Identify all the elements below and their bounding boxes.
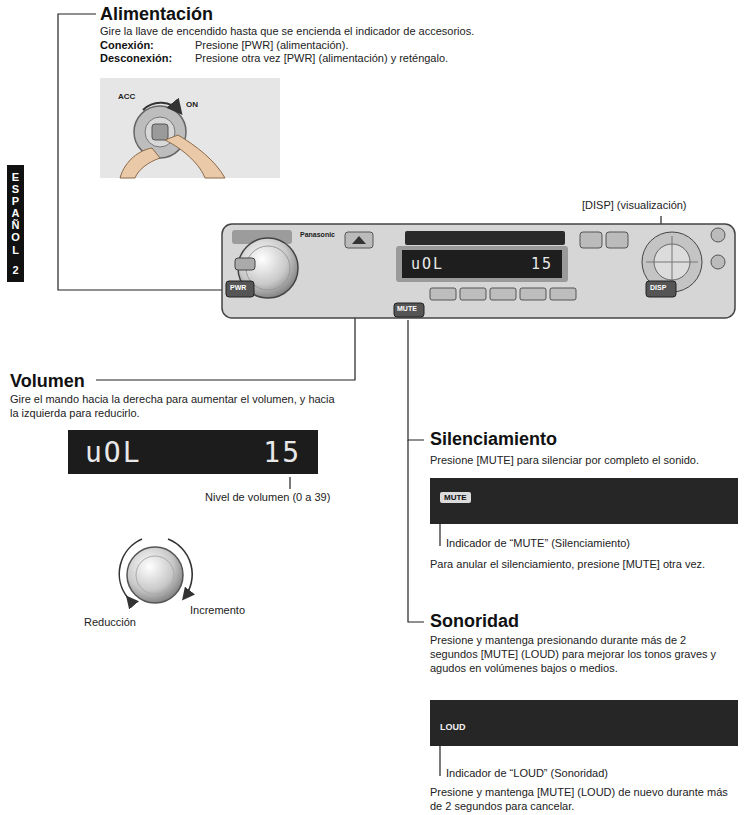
car-stereo xyxy=(222,224,735,318)
lcd-display: MUTE xyxy=(430,478,738,524)
illustration-stroke xyxy=(165,135,225,178)
language-tab: ESPAÑOL 2 xyxy=(7,165,24,282)
body-text: Presione [PWR] (alimentación). xyxy=(195,39,575,53)
body-text: Para anular el silenciamiento, presione … xyxy=(430,558,740,572)
illustration-stroke xyxy=(152,124,168,140)
section-heading: Silenciamiento xyxy=(430,428,557,451)
illustration-stroke xyxy=(394,303,424,317)
illustration-stroke xyxy=(711,228,725,242)
illustration-stroke xyxy=(646,281,676,297)
lcd-text: 15 xyxy=(531,255,553,273)
lcd-display: uOL 15 xyxy=(68,430,318,474)
lcd-text: 15 xyxy=(263,436,301,469)
illustration-stroke xyxy=(289,477,290,489)
illustration-stroke xyxy=(352,236,366,244)
body-text: Gire la llave de encendido hasta que se … xyxy=(100,25,580,39)
illustration-stroke xyxy=(711,255,725,269)
body-text: Presione [MUTE] para silenciar por compl… xyxy=(430,454,740,468)
illustration-stroke xyxy=(119,539,142,598)
tab-text: 2 xyxy=(10,264,21,276)
illustration-stroke xyxy=(222,224,735,318)
illustration-stroke xyxy=(120,148,160,178)
button-label: PWR xyxy=(230,284,246,293)
lcd-text: uOL xyxy=(85,436,142,469)
volume-knob xyxy=(119,539,192,603)
body-text: Presione y mantenga presionando durante … xyxy=(430,634,730,675)
button-label: DISP xyxy=(650,284,666,293)
illustration-stroke xyxy=(235,258,255,270)
illustration-stroke xyxy=(430,288,456,300)
lcd-text: uOL xyxy=(411,255,444,273)
illustration-stroke xyxy=(127,547,183,603)
illustration-stroke xyxy=(550,288,576,300)
term-label: Conexión: xyxy=(100,39,154,53)
illustration-stroke xyxy=(520,288,546,300)
section-heading: Alimentación xyxy=(100,3,213,26)
illustration-stroke xyxy=(405,231,565,245)
direction-label: Incremento xyxy=(190,604,245,618)
illustration-stroke xyxy=(134,106,186,158)
illustration-stroke xyxy=(226,281,254,297)
illustration-stroke xyxy=(408,320,424,440)
brand-label: Panasonic xyxy=(300,231,335,240)
key-position: ACC xyxy=(118,92,135,102)
key-position: ON xyxy=(186,100,198,110)
key-illustration xyxy=(100,78,280,178)
body-text: Gire el mando hacia la derecha para aume… xyxy=(10,393,335,421)
term-label: Desconexión: xyxy=(100,52,172,66)
illustration-stroke xyxy=(168,539,192,598)
lcd-display: LOUD xyxy=(430,700,738,746)
tab-text: ESPAÑOL xyxy=(10,171,21,256)
section-heading: Sonoridad xyxy=(430,610,519,633)
illustration-stroke xyxy=(646,236,698,288)
illustration-stroke xyxy=(606,232,628,248)
illustration-stroke xyxy=(580,232,602,248)
illustration-stroke xyxy=(100,78,280,178)
body-text: Presione otra vez [PWR] (alimentación) y… xyxy=(195,52,575,66)
callout-label: Indicador de “LOUD” (Sonoridad) xyxy=(446,767,608,781)
direction-label: Reducción xyxy=(84,616,136,630)
illustration-stroke xyxy=(136,556,174,594)
stereo-display: uOL 15 xyxy=(402,250,562,278)
illustration-stroke xyxy=(345,232,373,248)
body-text: Presione y mantenga [MUTE] (LOUD) de nue… xyxy=(430,786,730,814)
callout-label: [DISP] (visualización) xyxy=(582,199,687,213)
illustration-stroke xyxy=(460,288,486,300)
button-label: MUTE xyxy=(397,305,417,314)
indicator-badge: MUTE xyxy=(440,492,471,503)
illustration-stroke xyxy=(490,288,516,300)
illustration-stroke xyxy=(143,103,180,112)
illustration-stroke xyxy=(408,440,424,622)
illustration-stroke xyxy=(396,246,568,282)
callout-label: Indicador de “MUTE” (Silenciamiento) xyxy=(446,537,630,551)
indicator-text: LOUD xyxy=(440,722,728,732)
callout-label: Nivel de volumen (0 a 39) xyxy=(205,491,330,505)
section-heading: Volumen xyxy=(10,370,85,393)
